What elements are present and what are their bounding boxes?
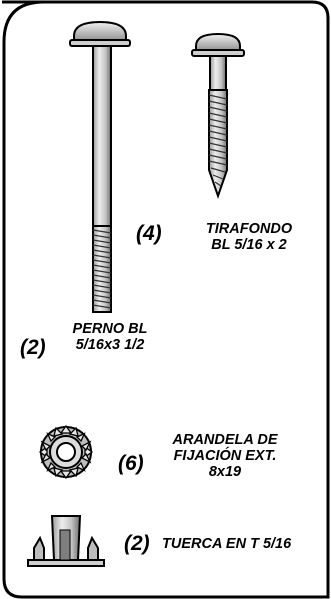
t-nut-icon xyxy=(27,515,105,567)
lag-screw-name-line-2: BL 5/16 x 2 xyxy=(211,236,287,253)
lock-washer-name-line-2: FIJACIÓN EXT. xyxy=(173,447,277,464)
bolt-name-line-1: PERNO BL xyxy=(72,321,148,337)
t-nut-quantity: (2) xyxy=(124,532,150,555)
t-nut-name-line-1: TUERCA EN T 5/16 xyxy=(162,536,292,552)
lock-washer-icon xyxy=(38,424,94,480)
lock-washer-name: ARANDELA DE FIJACIÓN EXT. 8x19 xyxy=(160,432,290,481)
lag-screw-icon xyxy=(191,32,245,200)
lock-washer-name-line-3: 8x19 xyxy=(208,463,242,480)
lag-screw-quantity: (4) xyxy=(136,222,162,245)
lag-screw-name: TIRAFONDO BL 5/16 x 2 xyxy=(176,221,322,254)
bolt-name: PERNO BL 5/16x3 1/2 xyxy=(54,321,166,354)
lag-screw-name-line-1: TIRAFONDO xyxy=(205,221,293,237)
bolt-quantity: (2) xyxy=(20,336,46,359)
lock-washer-quantity: (6) xyxy=(118,452,144,475)
t-nut-name: TUERCA EN T 5/16 xyxy=(162,536,326,553)
bolt-name-line-2: 5/16x3 1/2 xyxy=(75,336,145,353)
bolt-icon xyxy=(69,20,131,313)
lock-washer-name-line-1: ARANDELA DE xyxy=(172,432,278,448)
